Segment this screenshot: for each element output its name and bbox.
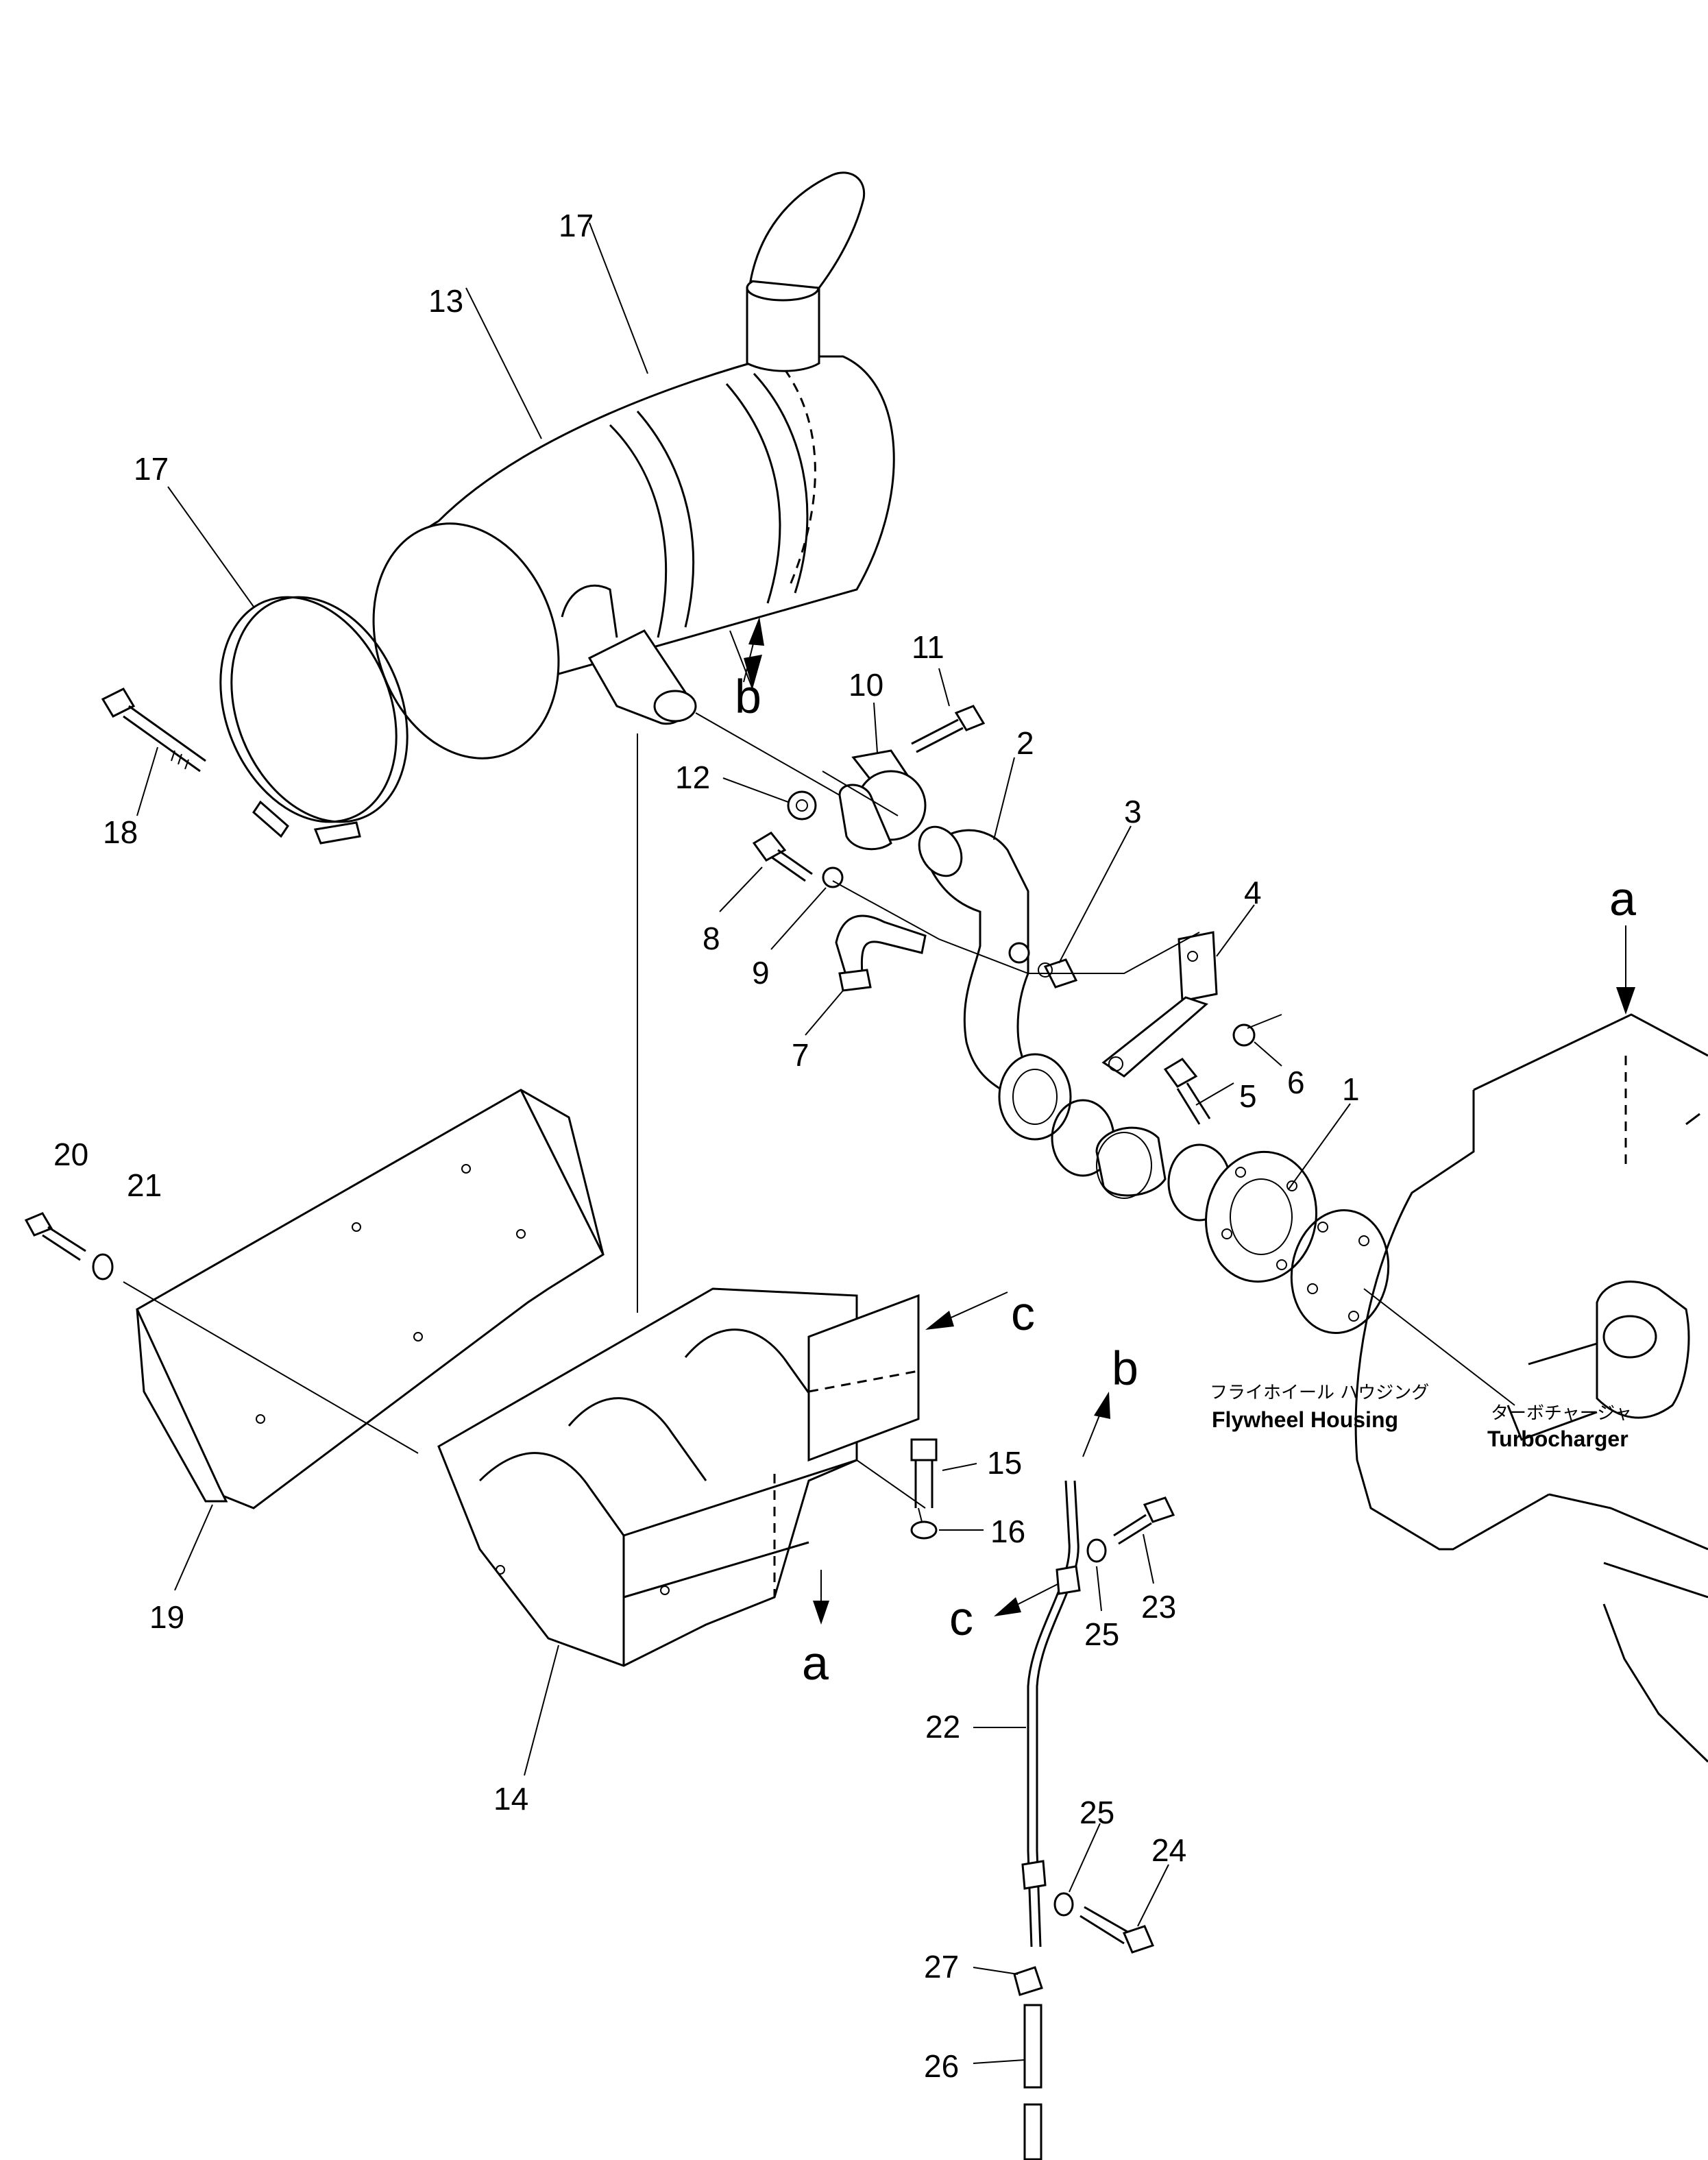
label-part-19: 19 (149, 1599, 184, 1635)
label-part-20: 20 (53, 1137, 88, 1172)
label-part-26: 26 (924, 2048, 959, 2084)
label-part-23: 23 (1141, 1589, 1176, 1625)
washer-21 (92, 1253, 114, 1281)
label-part-2: 2 (1016, 725, 1034, 761)
label-part-21: 21 (127, 1167, 162, 1203)
arrow-a-cover (813, 1601, 829, 1625)
label-part-1: 1 (1342, 1071, 1360, 1107)
label-part-17-top: 17 (559, 208, 594, 243)
clamp-10 (838, 749, 927, 851)
washer-25-upper (1086, 1538, 1107, 1563)
gauge-guide-22 (1013, 1480, 1081, 2160)
label-part-12: 12 (675, 760, 710, 795)
label-part-8: 8 (703, 921, 720, 956)
label-part-25-lower: 25 (1079, 1795, 1114, 1830)
ref-b-muffler: b (735, 670, 761, 723)
ref-a-engine: a (1609, 872, 1636, 925)
flywheel-housing-label-en: Flywheel Housing (1212, 1407, 1398, 1432)
label-part-3: 3 (1124, 794, 1142, 829)
clamp-band (219, 596, 408, 845)
label-part-22: 22 (925, 1709, 960, 1745)
bolt-5 (1163, 1058, 1211, 1125)
label-part-18: 18 (103, 814, 138, 850)
label-part-10: 10 (849, 667, 883, 703)
ref-c-guide: c (949, 1592, 973, 1645)
label-part-9: 9 (752, 955, 770, 991)
adapter-flange-1 (1205, 1150, 1317, 1283)
turbocharger-label-jp: ターボチャージャ (1491, 1403, 1632, 1424)
bracket-4 (1101, 931, 1218, 1078)
label-part-25-upper: 25 (1084, 1616, 1119, 1652)
label-part-16: 16 (990, 1514, 1025, 1549)
notes: フライホイール ハウジング Flywheel Housing ターボチャージャ … (1210, 1383, 1632, 1451)
arrow-b-guide (1094, 1392, 1110, 1419)
arrow-a-engine (1616, 987, 1635, 1015)
nut-12 (787, 790, 817, 821)
bolt-20 (24, 1212, 86, 1261)
label-part-15: 15 (987, 1445, 1022, 1481)
label-part-14: 14 (493, 1781, 528, 1817)
washer-16 (910, 1520, 938, 1540)
reference-letters: b a c b a c (735, 670, 1636, 1690)
muffler (372, 171, 895, 760)
label-part-24: 24 (1151, 1832, 1186, 1868)
bolt-15 (910, 1438, 938, 1508)
reference-arrows (743, 617, 1635, 1625)
bolt-23 (1113, 1496, 1175, 1545)
label-part-6: 6 (1287, 1065, 1305, 1100)
label-part-13: 13 (428, 283, 463, 319)
bolt-24 (1079, 1906, 1155, 1954)
label-part-11: 11 (912, 629, 944, 665)
washer-9 (822, 866, 844, 888)
label-part-7: 7 (792, 1037, 809, 1073)
exhaust-tube-2 (918, 825, 1072, 1141)
label-part-27: 27 (924, 1949, 959, 1985)
bolt-8 (752, 832, 813, 882)
gasket (1290, 1209, 1390, 1334)
label-part-5: 5 (1239, 1078, 1257, 1114)
label-part-17-left: 17 (134, 451, 169, 487)
ref-c-cover: c (1011, 1287, 1035, 1340)
engine-outline (1354, 1013, 1708, 1763)
cover-19 (136, 1089, 605, 1509)
bolt-11 (911, 705, 986, 753)
sleeve (1095, 1126, 1167, 1199)
arrow-b-muffler (748, 617, 764, 646)
flywheel-housing-label-jp: フライホイール ハウジング (1210, 1383, 1429, 1403)
washer-25-lower (1053, 1892, 1074, 1917)
arrow-c-guide (994, 1597, 1021, 1616)
cover-14 (437, 1287, 920, 1667)
label-part-4: 4 (1244, 875, 1262, 910)
ref-a-cover: a (802, 1636, 829, 1690)
arrow-c-cover (925, 1311, 954, 1330)
bolt-18 (101, 688, 206, 773)
ref-b-guide: b (1112, 1342, 1138, 1395)
washer-6 (1232, 1023, 1256, 1047)
part-labels: 1 2 3 4 5 6 7 8 9 10 11 12 13 14 15 16 1… (53, 208, 1360, 2084)
bracket-7 (835, 914, 927, 992)
turbocharger-label-en: Turbocharger (1487, 1427, 1628, 1451)
